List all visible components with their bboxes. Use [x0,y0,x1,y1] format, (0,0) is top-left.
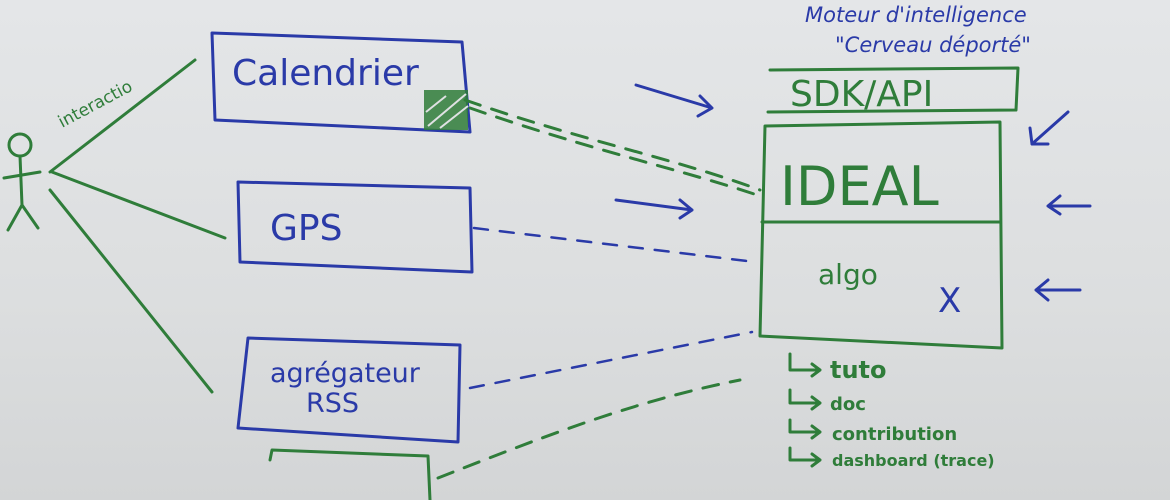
box-ideal-x-mark: X [938,281,961,321]
actor-legs [6,203,40,232]
actor-stick-figure [2,132,42,232]
box-gps-outline [236,180,474,274]
arrow-left-2 [1046,194,1092,216]
arrow-left-3 [1034,278,1082,302]
box-calendrier: Calendrier [210,31,472,134]
box-agregateur-label-2: RSS [306,388,359,419]
box-agregateur-outline [236,336,462,444]
connector-calendrier-2 [468,106,762,198]
box-sdk-label: SDK/API [790,74,933,115]
actor-label: interactio [55,77,136,133]
box-ideal-name: IDEAL [780,155,939,218]
title-line2: "Cerveau déporté" [835,33,1031,57]
output-item-4: dashboard (trace) [832,451,995,470]
box-sdk-api: SDK/API [766,66,1020,115]
arrow-right-1 [634,83,714,118]
assoc-line-gps [50,170,227,240]
assoc-line-calendrier [48,58,197,174]
title-line1: Moteur d'intelligence [805,3,1027,27]
box-gps-label: GPS [270,208,342,249]
partial-box-bottom [268,448,432,500]
output-arrow-2 [788,388,822,411]
box-calendrier-outline [210,31,472,134]
box-sdk-outline [766,66,1020,114]
output-item-3: contribution [832,424,957,445]
box-agregateur: agrégateur RSS [236,336,462,444]
output-arrow-3 [788,418,822,440]
connector-agregateur [468,330,754,390]
connector-calendrier [463,98,762,192]
output-arrow-1 [788,352,822,378]
box-gps: GPS [236,180,474,274]
actor-arms [2,170,42,180]
actor-head [7,132,33,158]
arrow-left-1 [1028,110,1070,146]
box-agregateur-label-1: agrégateur [270,358,421,389]
connector-bottom [436,378,742,480]
output-list: tuto doc contribution dashboard (trace) [788,352,995,470]
box-ideal: IDEAL algo X [758,120,1004,350]
assoc-line-agregateur [48,188,214,394]
output-item-1: tuto [830,356,887,384]
box-calendrier-label: Calendrier [232,53,419,94]
connector-gps [472,226,757,264]
box-ideal-algo: algo [818,258,878,291]
output-arrow-4 [788,446,822,468]
actor-body [18,154,24,207]
arrow-right-2 [614,198,694,220]
box-ideal-outline [758,120,1004,350]
output-item-2: doc [830,394,866,415]
